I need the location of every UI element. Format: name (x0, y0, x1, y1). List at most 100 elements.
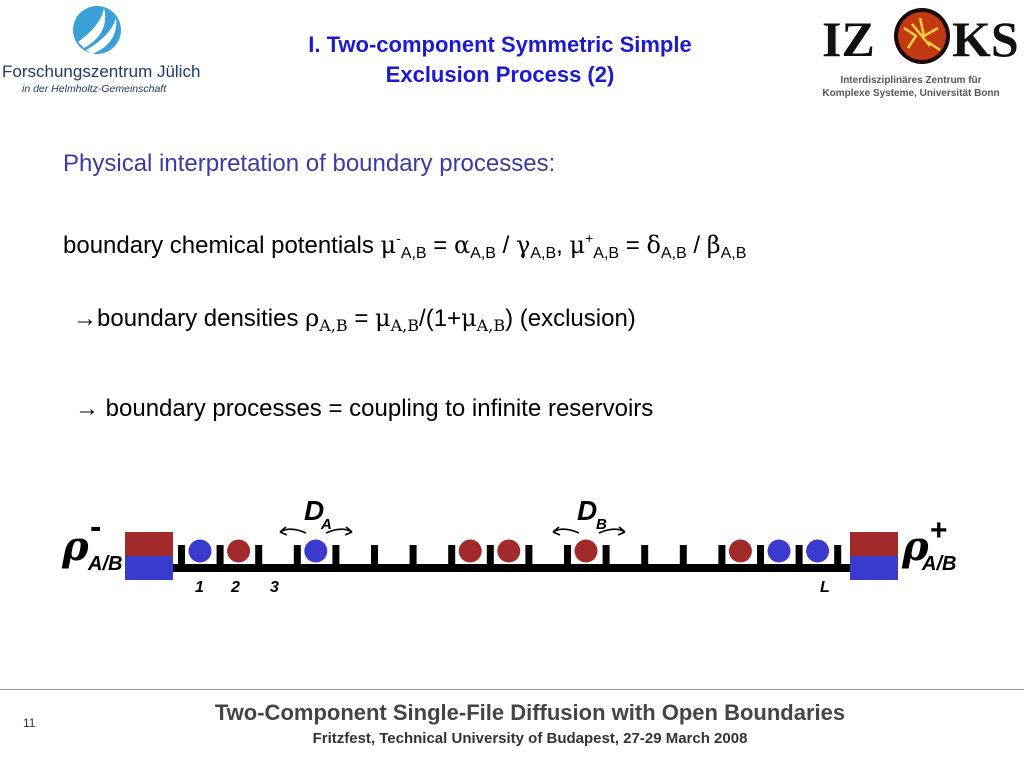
lattice-site-tick (216, 545, 224, 565)
right-reservoir-top (850, 532, 898, 556)
site-label-3: 3 (270, 579, 279, 596)
lattice-site-tick (371, 545, 378, 565)
boundary-densities-line: →boundary densities ρA,B = μA,B/(1+μA,B)… (73, 304, 636, 335)
beta-symbol: β (706, 231, 721, 259)
ab-subscript: A,B (530, 245, 557, 262)
arrow-icon: → (73, 305, 97, 332)
hop-left-arrow-icon (279, 526, 307, 536)
fzj-subtitle: in der Helmholtz-Gemeinschaft (22, 83, 167, 95)
lattice-site-tick (718, 545, 726, 565)
ab-subscript: A,B (400, 245, 427, 262)
arrow-icon: → (75, 395, 99, 422)
particle-species-b (227, 539, 251, 563)
site-label-1: 1 (195, 579, 204, 596)
right-sign: + (930, 514, 948, 547)
d-b-subscript: B (596, 516, 607, 533)
particle-species-b (728, 539, 752, 563)
left-reservoir-label: A/B (87, 553, 122, 575)
lattice-site-tick (448, 545, 456, 565)
left-sign: - (90, 508, 101, 546)
hop-right-arrow-icon (325, 526, 353, 536)
izks-text-right: KS (952, 11, 1019, 66)
izks-text-left: IZ (822, 11, 875, 66)
d-a-label: D (304, 495, 324, 526)
lattice-diagram: ρ - A/B ρ + A/B D A D B 1 2 3 L (61, 495, 956, 596)
particle-species-a (806, 539, 830, 563)
site-label-L: L (820, 579, 830, 596)
lattice-site-tick (564, 545, 571, 565)
mu-symbol: μ (569, 231, 586, 259)
minus-superscript: - (396, 230, 401, 246)
page-number: 11 (23, 716, 36, 730)
right-rho-symbol: ρ (901, 523, 929, 570)
hop-right-arrow-icon (598, 526, 626, 536)
lattice-site-tick (795, 545, 803, 565)
gamma-symbol: γ (516, 231, 531, 259)
fzj-name: Forschungszentrum Jülich (2, 62, 201, 81)
equals: = (426, 232, 454, 259)
left-reservoir-top (125, 532, 173, 556)
particle-species-a (304, 539, 328, 563)
alpha-symbol: α (453, 231, 471, 259)
izks-caption-line2: Komplexe Systeme, Universität Bonn (822, 88, 1000, 99)
equals: = (347, 305, 376, 332)
ab-subscript: A,B (476, 316, 506, 335)
particle-species-b (574, 539, 598, 563)
lattice-site-tick (409, 545, 417, 565)
fzj-logo-icon (73, 6, 121, 54)
site-label-2: 2 (230, 579, 240, 596)
izks-logo-icon: IZ KS (822, 8, 1019, 66)
left-reservoir-bottom (125, 556, 173, 580)
mu-symbol: μ (380, 231, 397, 259)
comma: , (556, 232, 570, 259)
slash: / (495, 232, 516, 259)
ab-subscript: A,B (660, 245, 687, 262)
particle-species-a (767, 539, 791, 563)
chemical-potentials-line: boundary chemical potentials μ-A,B = αA,… (63, 230, 746, 263)
exclusion-note: (exclusion) (513, 305, 636, 332)
particle-species-b (497, 539, 521, 563)
hop-left-arrow-icon (552, 526, 580, 536)
mu-symbol: μ (461, 304, 477, 332)
ab-subscript: A,B (319, 316, 348, 335)
right-reservoir-label: A/B (921, 553, 956, 575)
line2-lead: boundary densities (97, 305, 306, 332)
lattice-site-tick (178, 545, 185, 565)
lattice-site-tick (834, 545, 842, 565)
rho-symbol: ρ (305, 304, 320, 332)
equals: = (619, 232, 647, 259)
slash: / (686, 232, 707, 259)
footer-title: Two-Component Single-File Diffusion with… (214, 700, 846, 725)
close-paren: ) (505, 305, 514, 332)
lattice-site-tick (255, 545, 263, 565)
mu-symbol: μ (375, 304, 391, 332)
ab-subscript: A,B (593, 245, 620, 262)
ab-subscript: A,B (390, 316, 420, 335)
line3-text: boundary processes = coupling to infinit… (99, 395, 654, 422)
lattice-line (173, 564, 850, 572)
lattice-site-tick (486, 545, 494, 565)
fraction-mid: /(1+ (419, 305, 462, 332)
d-b-label: D (577, 495, 597, 526)
lattice-site-tick (525, 545, 533, 565)
footer-divider (0, 689, 1024, 690)
footer-subtitle: Fritzfest, Technical University of Budap… (312, 730, 748, 747)
line1-lead: boundary chemical potentials (63, 232, 381, 259)
subheading: Physical interpretation of boundary proc… (63, 150, 556, 177)
slide-title: I. Two-component Symmetric Simple Exclus… (240, 30, 760, 90)
left-rho-symbol: ρ (61, 523, 89, 570)
lattice-site-tick (757, 545, 764, 565)
ab-subscript: A,B (470, 245, 496, 262)
lattice-site-tick (679, 545, 687, 565)
lattice-site-tick (332, 545, 340, 565)
lattice-site-tick (293, 545, 301, 565)
boundary-processes-line: → boundary processes = coupling to infin… (75, 395, 653, 423)
izks-caption-line1: Interdisziplinäres Zentrum für (840, 75, 982, 86)
right-reservoir-bottom (850, 556, 898, 580)
delta-symbol: δ (646, 231, 661, 259)
ab-subscript: A,B (720, 245, 747, 262)
title-line1: I. Two-component Symmetric Simple (308, 32, 692, 57)
title-line2: Exclusion Process (2) (385, 62, 615, 87)
particle-species-a (188, 539, 212, 563)
d-a-subscript: A (320, 516, 332, 533)
